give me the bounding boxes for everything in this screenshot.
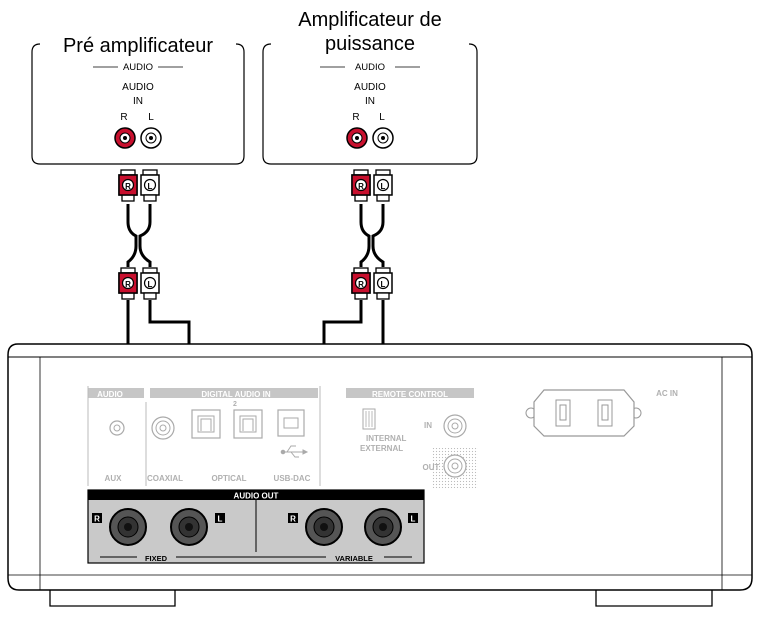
aux-label: AUX	[105, 474, 123, 483]
switch-internal-label: INTERNAL	[366, 434, 407, 443]
fixed-out-r-jack[interactable]	[109, 508, 147, 546]
remote-in-jack[interactable]	[443, 414, 467, 438]
svg-text:L: L	[148, 280, 153, 289]
svg-text:R: R	[94, 515, 100, 524]
svg-text:L: L	[411, 515, 416, 524]
pre-amp-jack-r-label: R	[120, 112, 127, 123]
internal-external-switch[interactable]	[362, 408, 376, 430]
optical-number: 2	[233, 401, 237, 408]
fixed-out-l-jack[interactable]	[170, 508, 208, 546]
power-amp-title-line1: Amplificateur de	[298, 9, 441, 31]
remote-out-label: OUT	[423, 463, 440, 472]
device-rear-panel: AUDIO DIGITAL AUDIO IN REMOTE CONTROL AU…	[7, 343, 753, 607]
plug-power-amp-top-r: R	[351, 169, 371, 202]
power-amp-input-label: AUDIO	[354, 82, 386, 93]
remote-in-label: IN	[424, 421, 432, 430]
svg-text:R: R	[125, 280, 131, 289]
power-amp-jack-r[interactable]	[346, 127, 368, 149]
pre-amp-input-label: AUDIO	[122, 82, 154, 93]
section-remote-label: REMOTE CONTROL	[372, 390, 448, 399]
usb-icon	[280, 445, 309, 458]
svg-text:R: R	[290, 515, 296, 524]
power-amp-group-label: AUDIO	[355, 62, 385, 73]
pre-amp-group-label: AUDIO	[123, 62, 153, 73]
plug-power-amp-top-l: L	[373, 169, 393, 202]
pre-amplifier: Pré amplificateur AUDIO AUDIO IN R L	[31, 35, 245, 165]
ac-in-label: AC IN	[656, 389, 678, 398]
svg-text:R: R	[358, 280, 364, 289]
variable-out-r-jack[interactable]	[305, 508, 343, 546]
power-amp-jack-l[interactable]	[372, 127, 394, 149]
remote-out-jack[interactable]	[443, 454, 467, 478]
plug-pre-amp-top-r: R	[118, 169, 138, 202]
power-amp-jack-r-label: R	[352, 112, 359, 123]
power-amp-jack-l-label: L	[379, 112, 385, 123]
svg-text:R: R	[125, 182, 131, 191]
plug-pre-amp-bottom-r: R	[118, 267, 138, 300]
pre-amp-title: Pré amplificateur	[63, 35, 213, 57]
coaxial-label: COAXIAL	[147, 474, 183, 483]
variable-out-l-jack[interactable]	[364, 508, 402, 546]
plug-pre-amp-bottom-l: L	[140, 267, 160, 300]
power-amp-title-line2: puissance	[325, 33, 415, 55]
svg-text:L: L	[148, 182, 153, 191]
plug-power-amp-bottom-r: R	[351, 267, 371, 300]
section-digital-label: DIGITAL AUDIO IN	[201, 390, 270, 399]
optical-jack-2[interactable]	[233, 409, 263, 439]
pre-amp-input-sub: IN	[133, 96, 143, 107]
usb-dac-label: USB-DAC	[274, 474, 311, 483]
svg-text:R: R	[358, 182, 364, 191]
aux-jack[interactable]	[109, 420, 125, 436]
audio-out-label: AUDIO OUT	[234, 492, 279, 501]
pre-amp-jack-l-label: L	[148, 112, 154, 123]
fixed-label: FIXED	[145, 554, 168, 563]
power-amplifier: Amplificateur de puissance AUDIO AUDIO I…	[262, 9, 478, 165]
svg-text:L: L	[381, 182, 386, 191]
plug-pre-amp-top-l: L	[140, 169, 160, 202]
optical-label: OPTICAL	[211, 474, 246, 483]
coaxial-jack[interactable]	[151, 416, 175, 440]
plug-power-amp-bottom-l: L	[373, 267, 393, 300]
svg-text:L: L	[218, 515, 223, 524]
usb-dac-port[interactable]	[277, 409, 305, 437]
ac-inlet[interactable]	[525, 389, 642, 437]
section-audio-label: AUDIO	[97, 390, 123, 399]
svg-text:L: L	[381, 280, 386, 289]
pre-amp-jack-l[interactable]	[140, 127, 162, 149]
pre-amp-jack-r[interactable]	[114, 127, 136, 149]
optical-jack-1[interactable]	[191, 409, 221, 439]
power-amp-input-sub: IN	[365, 96, 375, 107]
variable-label: VARIABLE	[335, 554, 373, 563]
switch-external-label: EXTERNAL	[360, 444, 403, 453]
